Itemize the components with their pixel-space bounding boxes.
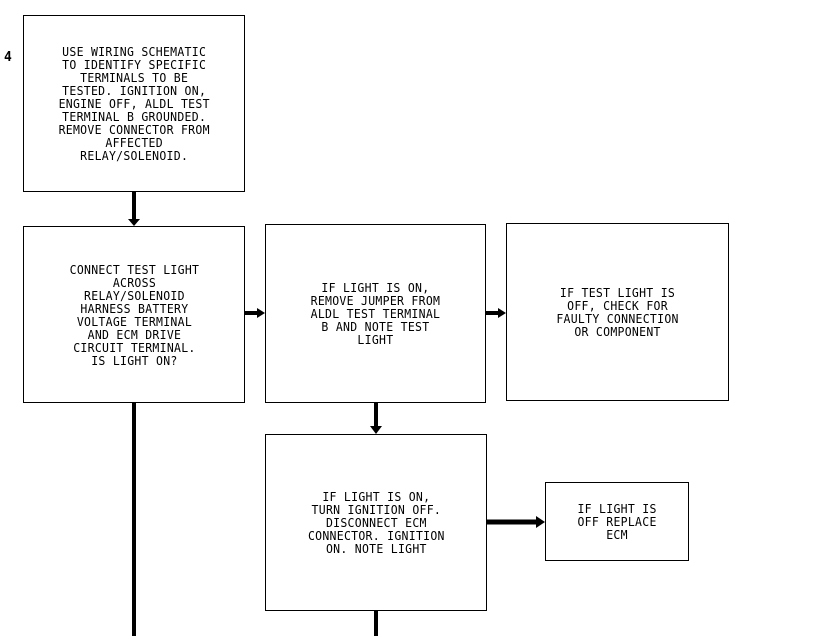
box-text: IF TEST LIGHT IS OFF, CHECK FOR FAULTY C… (556, 285, 679, 339)
flow-box-connect-test-light: CONNECT TEST LIGHT ACROSS RELAY/SOLENOID… (23, 226, 245, 403)
flow-box-disconnect-ecm: IF LIGHT IS ON, TURN IGNITION OFF. DISCO… (265, 434, 487, 611)
flow-box-remove-jumper: IF LIGHT IS ON, REMOVE JUMPER FROM ALDL … (265, 224, 486, 403)
flow-box-check-faulty-connection: IF TEST LIGHT IS OFF, CHECK FOR FAULTY C… (506, 223, 729, 401)
step-number: 4 (4, 50, 12, 65)
box-text: CONNECT TEST LIGHT ACROSS RELAY/SOLENOID… (69, 261, 199, 368)
arrowhead (257, 308, 265, 318)
arrowhead (370, 426, 382, 434)
arrowhead (536, 516, 545, 528)
box-text: USE WIRING SCHEMATIC TO IDENTIFY SPECIFI… (58, 44, 210, 163)
box-text: IF LIGHT IS ON, REMOVE JUMPER FROM ALDL … (310, 280, 441, 347)
box-text: IF LIGHT IS OFF REPLACE ECM (577, 501, 657, 542)
arrowhead (128, 219, 140, 226)
arrowhead (498, 308, 506, 318)
flow-box-identify-terminals: USE WIRING SCHEMATIC TO IDENTIFY SPECIFI… (23, 15, 245, 192)
flow-box-replace-ecm: IF LIGHT IS OFF REPLACE ECM (545, 482, 689, 561)
box-text: IF LIGHT IS ON, TURN IGNITION OFF. DISCO… (307, 489, 445, 556)
